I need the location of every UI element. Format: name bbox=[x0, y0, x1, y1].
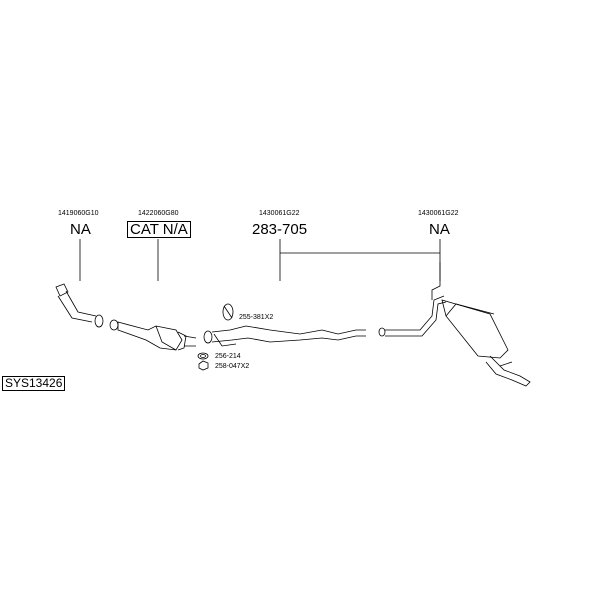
part-code-front-pipe: 1419060G10 bbox=[58, 210, 99, 217]
diagram-id-badge: SYS13426 bbox=[2, 376, 66, 391]
front-pipe bbox=[55, 283, 104, 328]
part-label-front-pipe: NA bbox=[70, 221, 91, 238]
clamp-icon bbox=[222, 303, 234, 321]
gasket-icon bbox=[197, 352, 209, 360]
part-label-centre-pipe: 283-705 bbox=[252, 221, 308, 238]
accessory-label-nut: 258-047X2 bbox=[215, 363, 250, 370]
part-code-rear-silencer: 1430061G22 bbox=[418, 210, 459, 217]
part-code-centre-pipe: 1430061G22 bbox=[259, 210, 300, 217]
part-label-catalyst: CAT N/A bbox=[127, 221, 191, 238]
catalytic-converter bbox=[109, 319, 197, 351]
nut-icon bbox=[198, 360, 209, 371]
part-label-rear-silencer: NA bbox=[429, 221, 450, 238]
rear-silencer bbox=[378, 262, 531, 387]
accessory-label-clamp: 255-381X2 bbox=[239, 314, 274, 321]
part-code-catalyst: 1422060G80 bbox=[138, 210, 179, 217]
centre-pipe bbox=[203, 325, 366, 347]
accessory-label-gasket: 256-214 bbox=[215, 353, 241, 360]
